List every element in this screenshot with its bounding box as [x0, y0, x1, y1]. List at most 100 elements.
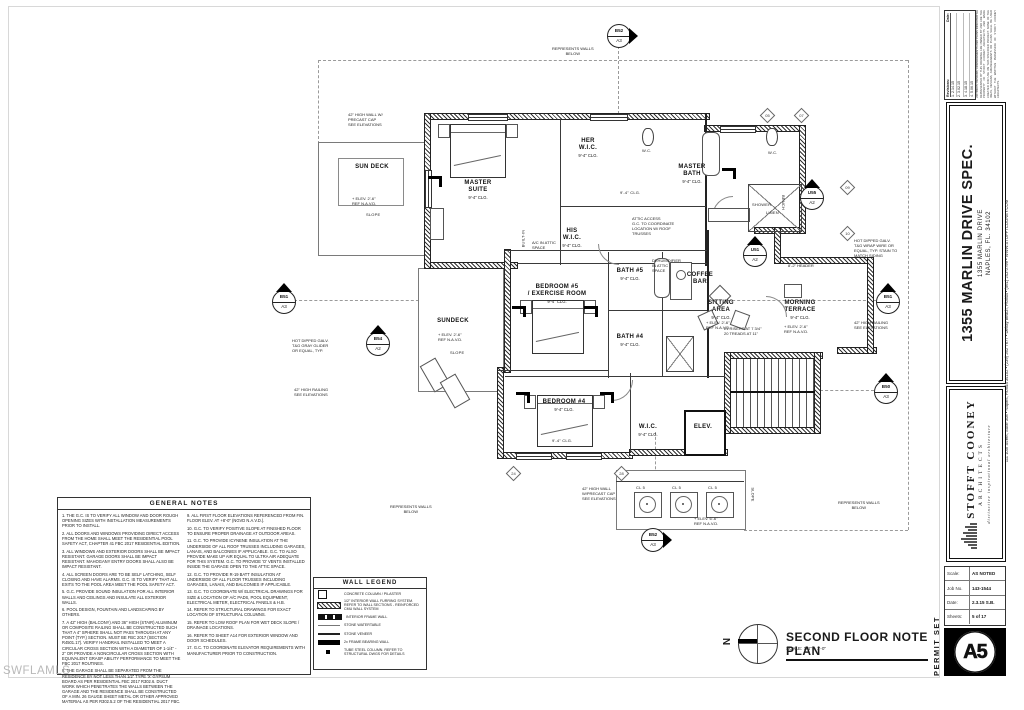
firm-name: STOFFT COONEY [965, 399, 977, 519]
room-label-sun-deck: SUN DECK [342, 164, 402, 171]
wall-hatched [724, 427, 821, 434]
ceiling-note: 9'-4" CLG. [638, 432, 658, 438]
marker-sheet: A3 [281, 303, 287, 309]
marker-sheet: A3 [883, 393, 889, 399]
furniture [670, 262, 692, 300]
wall-line [707, 230, 709, 378]
wall-line [560, 119, 561, 265]
wall-hatched [497, 367, 504, 459]
general-note: 12. G.C. TO PROVIDE R-19 BATT INSULATION… [187, 571, 292, 587]
column-label: CL 5 [636, 485, 646, 490]
ceiling-note: 9'-4" CLG. [547, 299, 567, 305]
general-notes-columns: 1. THE G.C. IS TO VERIFY ALL WINDOW AND … [58, 510, 310, 710]
ceiling-note: 9'-4" CLG. [790, 315, 810, 321]
elevator-shaft [684, 410, 726, 456]
sheet-info-row: Sheets:5 of 17 [945, 610, 1005, 624]
room-label-wic: W.I.C.9'-4" CLG. [630, 424, 666, 437]
ceiling-note: 9'-4" CLG. [468, 195, 488, 201]
cmu-wall-icon [317, 601, 341, 609]
firm-logo-icon [961, 522, 977, 549]
toilet-fixture [766, 128, 778, 146]
ceiling-note: 9'-4" CLG. [711, 315, 731, 321]
wall-hatched [504, 249, 511, 373]
room-name: MASTER SUITE [464, 180, 492, 194]
permit-set-strip: PERMIT SET [932, 592, 942, 676]
note-ac-attic: A/C IN ATTIC SPACE [532, 240, 556, 250]
room-name: SUNDECK [437, 318, 469, 324]
bearing-wall-icon [318, 639, 340, 646]
note-header: 8'-2" HEADER [788, 263, 814, 268]
wall-legend-row: 2x FRAME BEARING WALL [314, 637, 426, 646]
room-label-her-wic: HER W.I.C.9'-4" CLG. [568, 138, 608, 158]
wall-legend-label: INTERIOR FRAME WALL [346, 614, 388, 619]
room-name: SITTING AREA [708, 300, 734, 314]
shower-label: SHOWER [752, 202, 772, 207]
marker-sheet: A3 [885, 303, 891, 309]
wall-line [630, 373, 631, 453]
column-label: CL 5 [708, 485, 718, 490]
slope-label: SLOPE [450, 350, 465, 355]
wall-line [498, 370, 608, 371]
sheet-number-circle: A5 [954, 631, 996, 673]
sheet-info-value: 2.3.15 S.B. [972, 599, 995, 605]
builtin-label: BUILT-IN [520, 229, 526, 248]
wall-hatched [837, 347, 877, 354]
room-name: COFFEE BAR [686, 272, 714, 286]
plan-title-block: N SECOND FLOOR NOTE PLAN SCALE: 1/4" = 1… [716, 622, 928, 670]
window [425, 170, 432, 208]
step-symbol [600, 392, 614, 403]
general-note: 1. THE G.C. IS TO VERIFY ALL WINDOW AND … [62, 513, 179, 529]
wall-hatched [724, 352, 823, 359]
sheet-info-label: Scale: [945, 567, 970, 581]
bubble-number: 28 [619, 470, 625, 476]
copyright-text: ALL IDEAS, DESIGNS, ARRANGEMENTS AND PLA… [976, 10, 1000, 98]
furniture [438, 124, 450, 138]
general-notes-title: GENERAL NOTES [58, 498, 310, 510]
wc-label: W.C. [768, 150, 778, 155]
note-dehumidifier: DEHUMIDIFIER IN ATTIC SPACE [652, 258, 681, 273]
dashed-roof-outline [294, 300, 424, 301]
wall-hatched [629, 449, 728, 456]
wall-legend-row: STONE WATERTABLE [314, 620, 426, 629]
sheet-info-value: 143-1544 [972, 585, 992, 591]
general-note: 10. G.C. TO VERIFY POSITIVE SLOPE AT FIN… [187, 525, 301, 536]
room-label-sundeck: SUNDECK [428, 318, 478, 325]
sheet-info-row: Date:2.3.15 S.B. [945, 595, 1005, 611]
revisions-label: Revisions: [946, 78, 950, 97]
note-precast-cap: 42" HIGH WALL W/PRECAST CAP SEE ELEVATIO… [582, 486, 616, 501]
project-address: 1355 MARLIN DRIVE [978, 209, 984, 277]
marker-id: U55 [801, 190, 823, 199]
grid-bubble: 05 [759, 107, 776, 124]
room-name: HIS W.I.C. [562, 228, 582, 242]
room-name: HER W.I.C. [578, 138, 598, 152]
note-stair-risers: 21 RISERS AT 7 3/4" 20 TREADS AT 11" [724, 326, 762, 336]
sheet-number-box: A5 [944, 628, 1006, 676]
room-name: MASTER BATH [678, 164, 706, 178]
wall-line [505, 376, 725, 377]
general-notes-col-right: 9. ALL FIRST FLOOR ELEVATIONS REFERENCED… [187, 513, 306, 707]
ceiling-note: 9'-4" CLG. [620, 190, 641, 195]
room-name: ELEV. [693, 424, 713, 430]
window [516, 453, 552, 460]
wall-hatched [799, 125, 806, 234]
marker-id: B54 [367, 336, 389, 345]
north-arrow-icon [738, 624, 778, 664]
bubble-number: 09 [845, 184, 851, 190]
window [468, 114, 508, 121]
furniture [506, 124, 518, 138]
bubble-number: 24 [511, 470, 517, 476]
wall-legend-row: TUBE STEEL COLUMN. REFER TO STRUCTURAL D… [314, 646, 426, 656]
room-name: SUN DECK [355, 164, 389, 170]
door-swing [598, 244, 619, 265]
bubble-number: 05 [765, 112, 771, 118]
bed [450, 124, 506, 178]
room-name: BEDROOM #4 [542, 399, 586, 405]
